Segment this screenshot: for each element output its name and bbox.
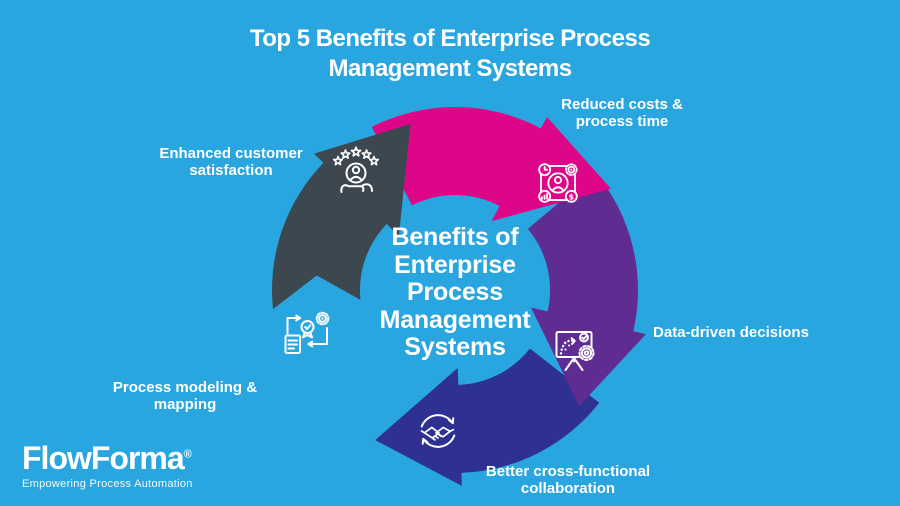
label-enhanced-customer-satisfaction: Enhanced customer satisfaction — [159, 145, 303, 179]
arrow-segment-collaboration — [375, 348, 600, 486]
arrow-segment-reduced-costs — [371, 106, 611, 222]
cycle-center-title: Benefits of Enterprise Process Managemen… — [379, 223, 531, 361]
svg-text:$: $ — [569, 192, 574, 201]
label-process-modeling-mapping: Process modeling & mapping — [112, 379, 258, 413]
arrow-segment-enhanced — [272, 123, 411, 310]
analytics-board-icon — [555, 331, 595, 371]
brand-logo: FlowForma® Empowering Process Automation — [22, 442, 193, 490]
label-reduced-costs-process-time: Reduced costs & process time — [561, 96, 683, 130]
process-document-icon — [284, 311, 330, 354]
cost-time-icon: $ — [538, 163, 578, 203]
registered-mark: ® — [183, 448, 192, 461]
label-data-driven-decisions: Data-driven decisions — [653, 324, 809, 341]
customer-satisfaction-icon — [332, 146, 380, 193]
page-title: Top 5 Benefits of Enterprise Process Man… — [249, 25, 651, 82]
brand-tagline: Empowering Process Automation — [22, 478, 193, 490]
handshake-icon — [420, 426, 455, 441]
brand-name: FlowForma® — [22, 440, 192, 476]
handshake-cycle-icon — [420, 414, 456, 448]
label-better-cross-functional-collaboration: Better cross-functional collaboration — [485, 463, 651, 497]
